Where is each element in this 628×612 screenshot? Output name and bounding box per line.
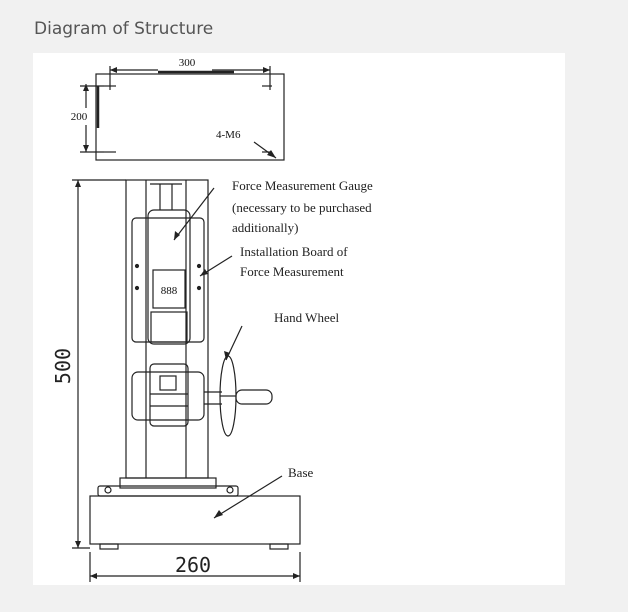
base-label: Base (288, 465, 314, 480)
hand-wheel-label: Hand Wheel (274, 310, 339, 325)
column (125, 179, 209, 479)
gauge-label-line3: additionally) (232, 220, 298, 235)
gauge-digits: 888 (161, 285, 178, 297)
force-gauge (147, 209, 191, 345)
gauge-label-line2: (necessary to be purchased (232, 200, 372, 215)
page-title: Diagram of Structure (34, 19, 214, 39)
installation-board (131, 217, 205, 343)
carriage (131, 371, 205, 421)
width-dimension-label: 300 (179, 57, 196, 69)
height-dimension-label: 500 (51, 348, 75, 384)
base-width-dimension-label: 260 (175, 553, 211, 577)
depth-dimension-label: 200 (71, 111, 88, 123)
top-view-plate (95, 73, 285, 161)
board-label-line1: Installation Board of (240, 244, 348, 259)
gauge-display (152, 269, 186, 309)
holes-label: 4-M6 (216, 129, 241, 141)
base (89, 495, 301, 545)
wheel-handle[interactable] (235, 389, 273, 405)
board-label-line2: Force Measurement (240, 264, 344, 279)
gauge-label-line1: Force Measurement Gauge (232, 178, 373, 193)
